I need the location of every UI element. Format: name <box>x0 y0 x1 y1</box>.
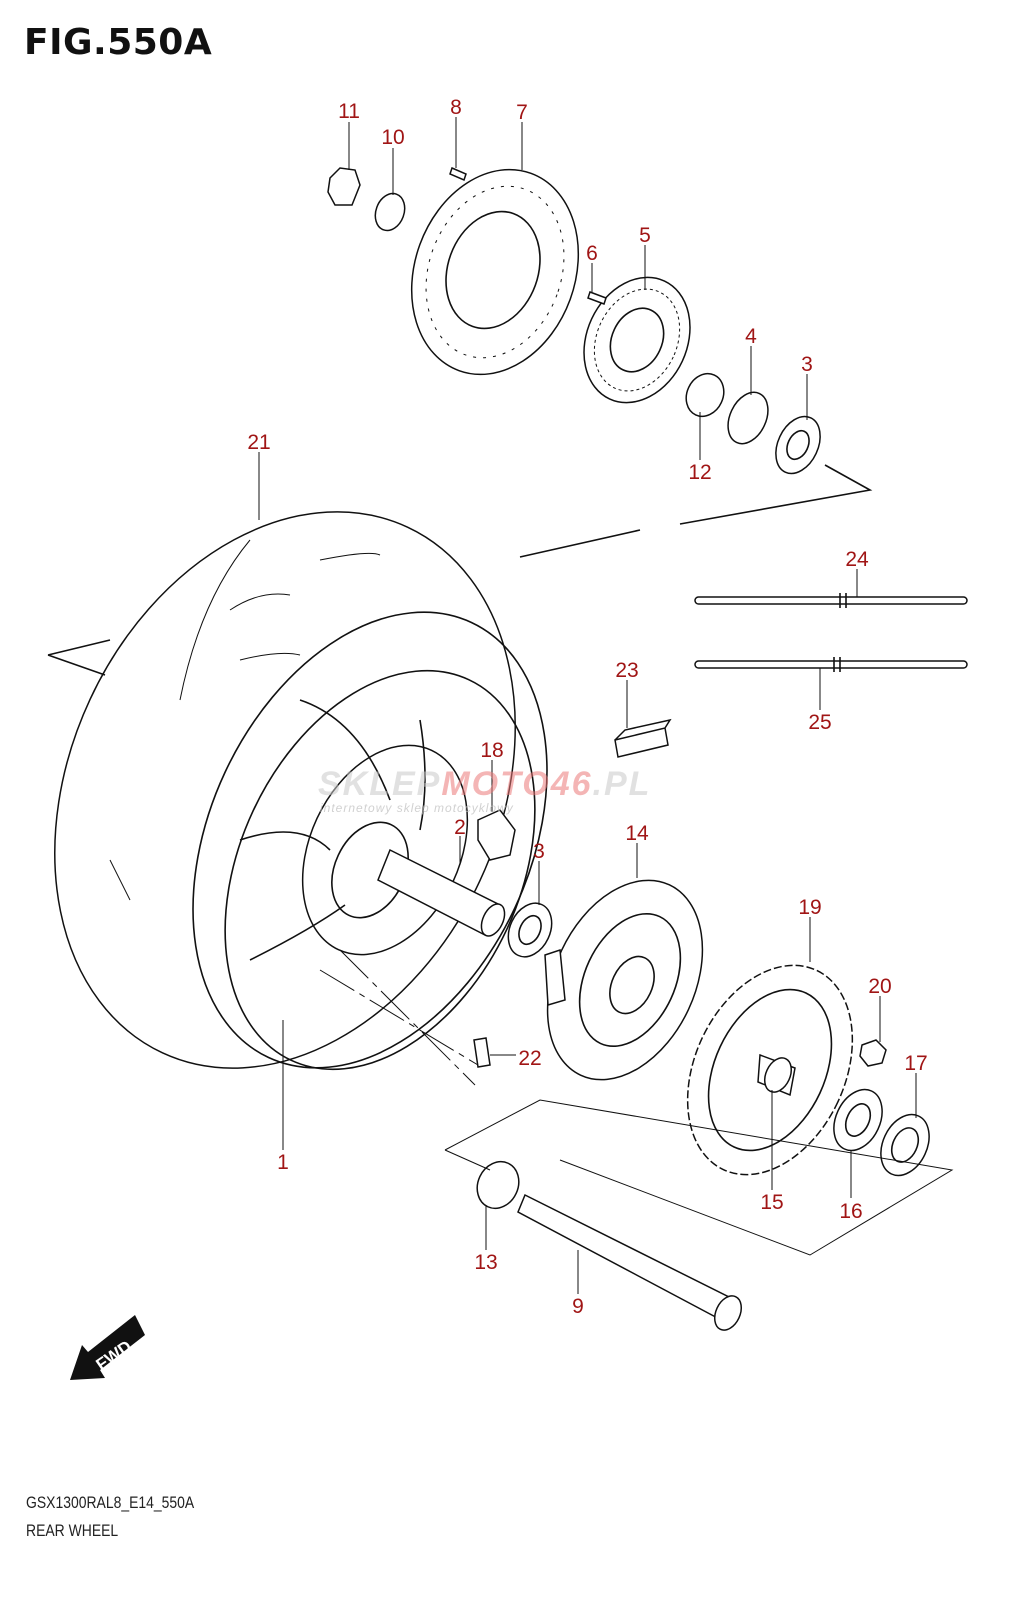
rear-sprocket <box>686 964 854 1176</box>
brake-disc <box>410 168 580 376</box>
balance-weight-25 <box>694 657 968 672</box>
callout-10: 10 <box>381 126 404 149</box>
callout-14: 14 <box>625 822 649 845</box>
callout-3: 3 <box>533 840 545 863</box>
callout-19: 19 <box>798 896 821 919</box>
callout-1: 1 <box>277 1151 289 1174</box>
washer <box>374 192 406 232</box>
callout-11: 11 <box>338 100 360 123</box>
callout-16: 16 <box>839 1200 862 1223</box>
collar-13 <box>476 1160 520 1210</box>
callout-12: 12 <box>688 461 711 484</box>
callout-5: 5 <box>639 224 651 247</box>
callout-21: 21 <box>247 431 270 454</box>
callout-9: 9 <box>572 1295 584 1318</box>
watermark-subtitle: internetowy sklep motocyklowy <box>320 801 514 815</box>
sprocket-nut <box>859 1039 887 1067</box>
callout-3: 3 <box>801 353 813 376</box>
rotor-bolt <box>587 291 607 305</box>
callout-17: 17 <box>904 1052 927 1075</box>
callout-23: 23 <box>615 659 638 682</box>
bearing-upper <box>775 415 821 475</box>
sensor-rotor <box>583 276 691 404</box>
model-code: GSX1300RAL8_E14_550A <box>26 1493 195 1512</box>
watermark-text: SKLEP <box>318 765 442 803</box>
figure-title: FIG.550A <box>24 22 213 63</box>
callout-18: 18 <box>480 739 503 762</box>
callout-6: 6 <box>586 242 598 265</box>
balance-weight-24 <box>694 593 968 608</box>
callout-22: 22 <box>518 1047 541 1070</box>
wheel-damper <box>477 809 516 861</box>
callout-7: 7 <box>516 101 528 124</box>
sprocket-mounting-drum <box>544 879 704 1081</box>
bearing-16 <box>833 1088 883 1152</box>
watermark-suffix: .PL <box>592 765 652 803</box>
callout-2: 2 <box>454 816 466 839</box>
watermark: SKLEPMOTO46.PL <box>318 767 651 801</box>
callout-24: 24 <box>845 548 869 571</box>
callout-25: 25 <box>808 711 831 734</box>
dust-seal-4 <box>727 391 769 445</box>
tire-valve <box>473 1037 491 1068</box>
leader-lines <box>258 117 954 1294</box>
rear-axle <box>517 1193 743 1331</box>
figure-name: REAR WHEEL <box>26 1521 119 1540</box>
callout-4: 4 <box>745 325 757 348</box>
callout-8: 8 <box>450 96 462 119</box>
weight-clip <box>614 718 672 758</box>
callout-15: 15 <box>760 1191 783 1214</box>
spacer-12 <box>685 372 725 418</box>
axle-nut <box>327 167 361 206</box>
callout-20: 20 <box>868 975 891 998</box>
forward-direction-arrow: FWD <box>70 1315 145 1380</box>
watermark-text-red: MOTO46 <box>441 765 593 803</box>
bearing-lower <box>507 902 553 958</box>
callout-13: 13 <box>474 1251 497 1274</box>
disc-bolt <box>449 166 467 182</box>
axle-sleeve <box>377 848 506 937</box>
